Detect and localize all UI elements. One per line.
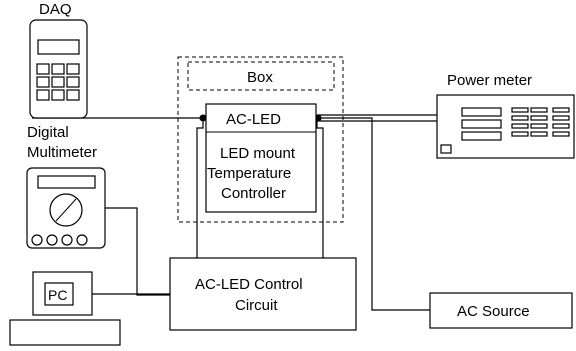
led-mount-line1: LED mount	[220, 145, 296, 162]
power-meter-body	[436, 94, 575, 159]
box-enclosure: Box	[177, 56, 344, 223]
control-circuit-body	[169, 257, 357, 331]
ac-source-block: AC Source	[429, 292, 573, 329]
multimeter-wire	[105, 207, 170, 296]
led-mount-block: AC-LED LED mount Temperature Controller	[205, 103, 317, 213]
multimeter-label-line1: Digital	[27, 124, 69, 141]
ac-led-label: AC-LED	[226, 111, 281, 128]
power-meter-device: Power meter	[436, 72, 575, 159]
led-mount-line2: Temperature	[207, 165, 291, 182]
junction-dot-left	[199, 114, 207, 122]
ac-source-label: AC Source	[457, 303, 530, 320]
multimeter-display	[37, 175, 96, 189]
led-control-wire-right	[316, 118, 324, 258]
ac-source-wire	[320, 117, 430, 311]
box-label: Box	[247, 69, 273, 86]
multimeter-label-line2: Multimeter	[27, 144, 97, 161]
control-circuit-line2: Circuit	[235, 297, 278, 314]
control-circuit-block: AC-LED Control Circuit	[169, 257, 357, 331]
led-control-wire-left	[196, 118, 204, 258]
digital-multimeter: Digital Multimeter	[26, 124, 106, 249]
power-meter-label: Power meter	[447, 72, 532, 89]
pc-device: PC	[9, 271, 121, 346]
led-mount-line3: Controller	[221, 185, 286, 202]
ac-source-body	[429, 292, 573, 329]
daq-label: DAQ	[39, 1, 72, 18]
box-outer-dashed	[177, 56, 344, 223]
box-label-area	[187, 61, 335, 91]
led-mount-body	[205, 103, 317, 213]
daq-device: DAQ	[29, 1, 88, 119]
pc-screen	[44, 282, 74, 306]
control-circuit-line1: AC-LED Control	[195, 276, 303, 293]
pc-label: PC	[48, 287, 67, 303]
daq-display	[37, 39, 80, 55]
pc-keyboard	[9, 319, 121, 346]
